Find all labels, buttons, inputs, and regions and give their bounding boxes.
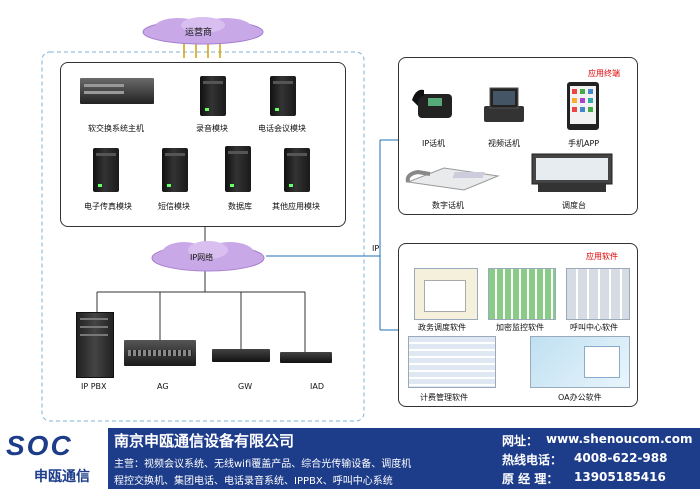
callcenter-screenshot bbox=[566, 268, 630, 320]
ippbx-slot bbox=[80, 318, 108, 320]
manager-phone: 13905185416 bbox=[574, 470, 666, 484]
dispatch-label: 政务调度软件 bbox=[418, 323, 466, 332]
website: www.shenoucom.com bbox=[546, 432, 693, 446]
billing-screenshot bbox=[408, 336, 496, 388]
hotline: 4008-622-988 bbox=[574, 451, 668, 465]
monitor-screenshot bbox=[488, 268, 556, 320]
console-label: 调度台 bbox=[562, 201, 586, 210]
footer-banner: SOC 申瓯通信 南京申瓯通信设备有限公司 主营：视频会议系统、无线wifi覆盖… bbox=[0, 428, 700, 489]
billing-label: 计费管理软件 bbox=[420, 393, 468, 402]
mobile-app-label: 手机APP bbox=[568, 139, 600, 148]
sms-label: 短信模块 bbox=[158, 202, 190, 211]
software-tag: 应用软件 bbox=[586, 252, 618, 261]
other-server-icon bbox=[284, 148, 310, 192]
ippbx-slot bbox=[80, 326, 108, 328]
logo-area bbox=[0, 428, 108, 489]
ippbx-label: IP PBX bbox=[81, 382, 107, 391]
softswitch-label: 软交换系统主机 bbox=[88, 124, 144, 133]
mobile-app-icon bbox=[567, 82, 599, 130]
other-label: 其他应用模块 bbox=[272, 202, 320, 211]
ip-link-label: IP bbox=[372, 244, 380, 253]
gw-label: GW bbox=[238, 382, 253, 391]
softswitch-slot bbox=[84, 91, 124, 94]
gw-device-icon bbox=[212, 349, 270, 362]
database-label: 数据库 bbox=[228, 202, 252, 211]
conference-label: 电话会议模块 bbox=[258, 124, 306, 133]
sms-server-icon bbox=[162, 148, 188, 192]
database-server-icon bbox=[225, 146, 251, 192]
system-boundary bbox=[41, 51, 365, 422]
callcenter-label: 呼叫中心软件 bbox=[570, 323, 618, 332]
video-phone-label: 视频话机 bbox=[488, 139, 520, 148]
terminal-tag: 应用终端 bbox=[588, 69, 620, 78]
ag-label: AG bbox=[157, 382, 169, 391]
digital-phone-icon bbox=[405, 167, 500, 191]
ippbx-slot bbox=[80, 334, 108, 336]
iad-device-icon bbox=[280, 352, 332, 363]
fax-server-icon bbox=[93, 148, 119, 192]
oa-login-box bbox=[584, 346, 620, 378]
oa-label: OA办公软件 bbox=[558, 393, 602, 402]
digital-phone-label: 数字话机 bbox=[432, 201, 464, 210]
business-line-2: 程控交换机、集团电话、电话录音系统、IPPBX、呼叫中心系统 bbox=[114, 476, 393, 487]
manager-label: 原 经 理： bbox=[502, 472, 559, 486]
ip-network-cloud bbox=[151, 241, 265, 272]
fax-label: 电子传真模块 bbox=[84, 202, 132, 211]
ippbx-cabinet-icon bbox=[76, 312, 114, 378]
ip-phone-label: IP话机 bbox=[422, 139, 446, 148]
logo-text: SOC bbox=[6, 430, 73, 461]
recording-label: 录音模块 bbox=[196, 124, 228, 133]
operator-cloud bbox=[142, 17, 264, 45]
recording-server-icon bbox=[200, 76, 226, 116]
softswitch-slot bbox=[84, 84, 124, 87]
iad-label: IAD bbox=[310, 382, 324, 391]
ag-ports bbox=[128, 350, 192, 356]
website-label: 网址： bbox=[502, 434, 539, 448]
console-icon bbox=[531, 153, 613, 192]
company-name: 南京申瓯通信设备有限公司 bbox=[114, 432, 295, 450]
dispatch-window bbox=[424, 280, 466, 312]
ip-network-label: IP网络 bbox=[190, 253, 214, 262]
conference-server-icon bbox=[270, 76, 296, 116]
video-phone-icon bbox=[484, 87, 524, 122]
hotline-label: 热线电话： bbox=[502, 453, 563, 467]
operator-label: 运营商 bbox=[185, 28, 213, 38]
monitor-label: 加密监控软件 bbox=[496, 323, 544, 332]
ip-phone-icon bbox=[412, 89, 452, 118]
connection-lines bbox=[41, 42, 398, 422]
logo-cn: 申瓯通信 bbox=[34, 469, 90, 485]
business-line-1: 主营：视频会议系统、无线wifi覆盖产品、综合光传输设备、调度机 bbox=[114, 459, 412, 470]
